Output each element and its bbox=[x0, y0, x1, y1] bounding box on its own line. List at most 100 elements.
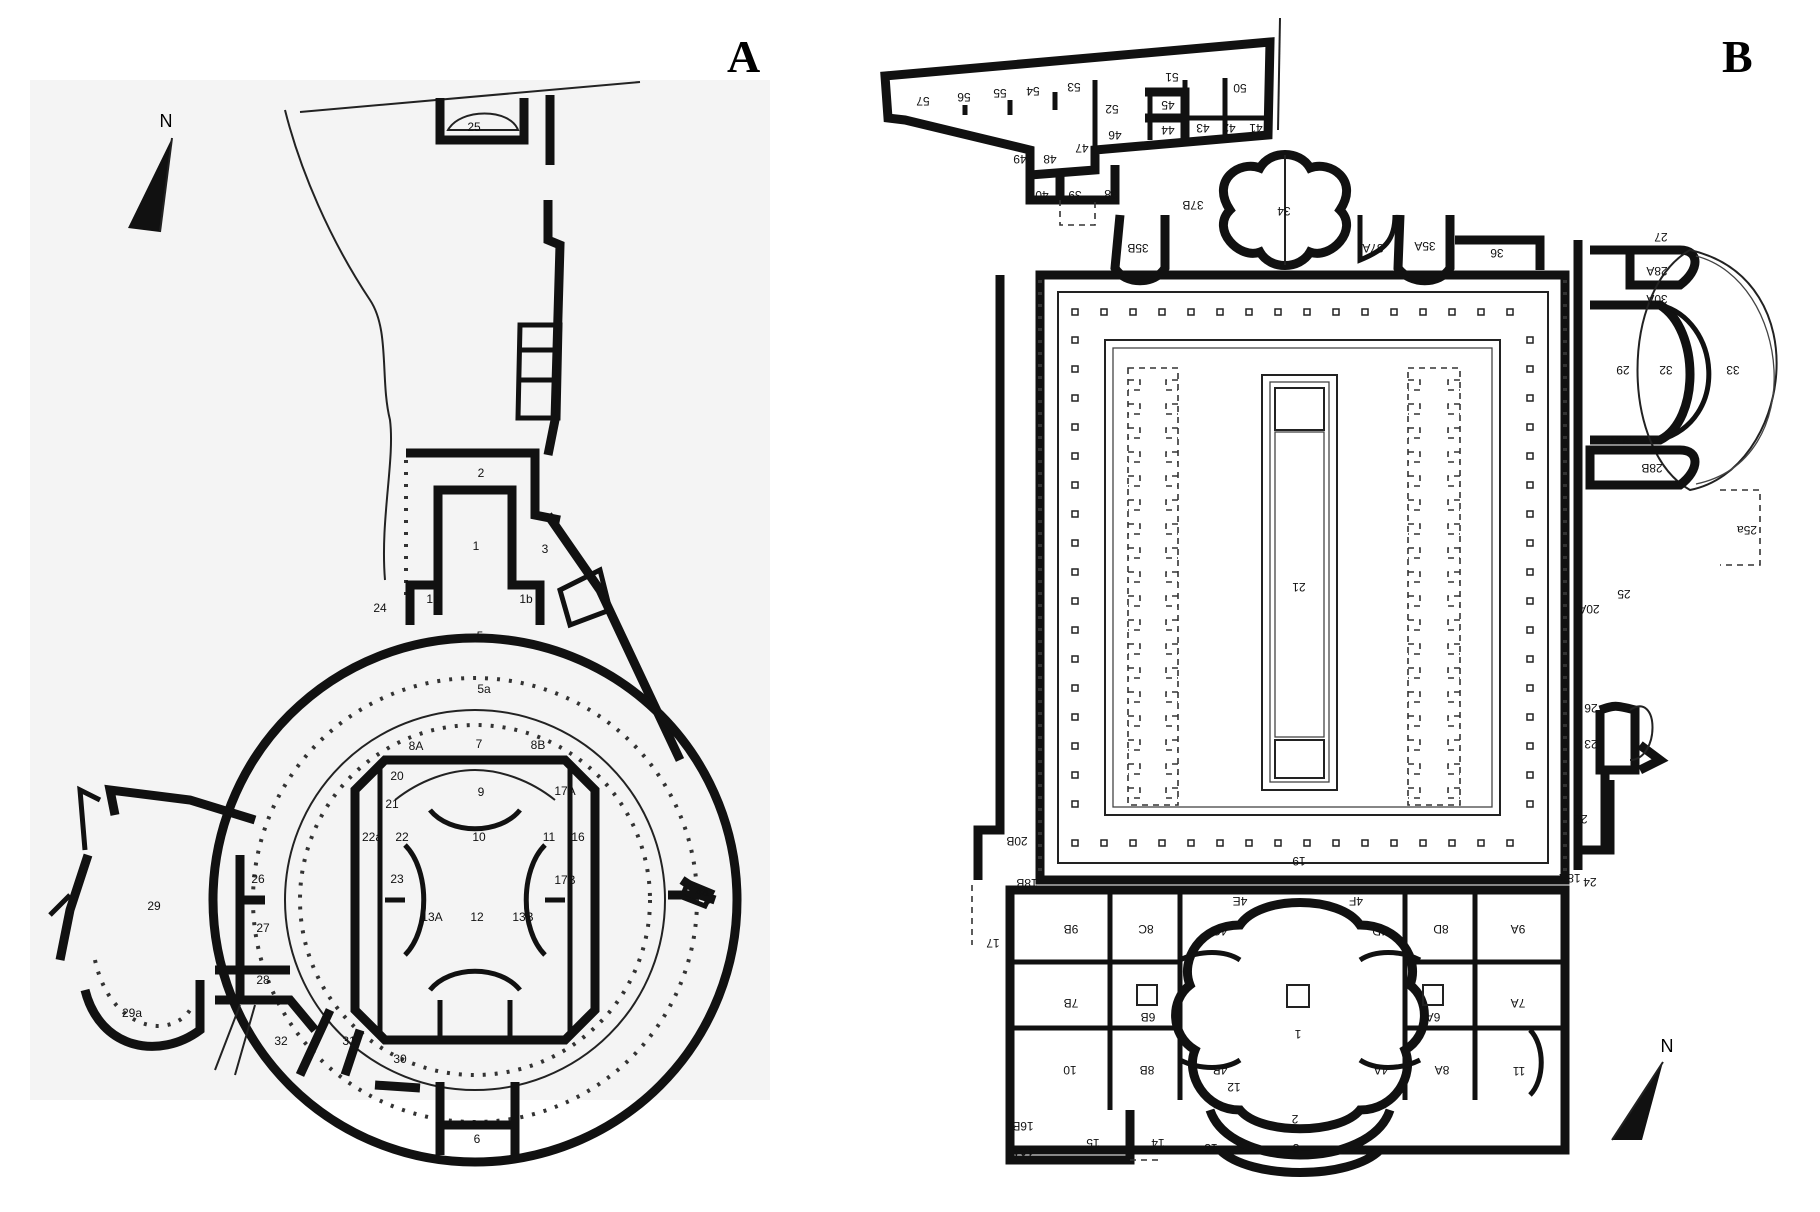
room-label-b: 46 bbox=[1108, 128, 1122, 142]
room-label-a: 24 bbox=[373, 601, 387, 615]
room-4a-stair bbox=[678, 878, 716, 910]
room-28b bbox=[1585, 445, 1700, 490]
bed-notch bbox=[1408, 691, 1421, 703]
bed-notch bbox=[1165, 475, 1178, 487]
room-label-b: 28B bbox=[1641, 461, 1662, 475]
bed-notch bbox=[1447, 619, 1460, 631]
column bbox=[1129, 308, 1137, 316]
bed-notch bbox=[1165, 763, 1178, 775]
column bbox=[1100, 839, 1108, 847]
room-6b-center bbox=[1136, 984, 1158, 1006]
room-label-b: 9A bbox=[1511, 922, 1526, 936]
rotunda-inner-ring bbox=[284, 709, 666, 1091]
column bbox=[1526, 655, 1534, 663]
room-label-b: 49 bbox=[1013, 152, 1027, 166]
room-label-b: 8A bbox=[1435, 1063, 1450, 1077]
room-label-a: 11 bbox=[543, 830, 556, 844]
bed-notch bbox=[1408, 643, 1421, 655]
column bbox=[1071, 481, 1079, 489]
room-label-b: 51 bbox=[1165, 70, 1179, 84]
column bbox=[1158, 308, 1166, 316]
room-label-b: 33 bbox=[1726, 363, 1740, 377]
room-label-b: 18A bbox=[1559, 871, 1580, 885]
room-label-b: 24 bbox=[1583, 875, 1597, 889]
bed-notch bbox=[1128, 739, 1141, 751]
bed-notch bbox=[1408, 475, 1421, 487]
room-15 bbox=[1005, 1110, 1135, 1165]
room-label-b: 8C bbox=[1138, 922, 1154, 936]
bed-notch bbox=[1165, 403, 1178, 415]
room-33-inner-ellipse bbox=[1695, 255, 1775, 485]
column bbox=[1303, 839, 1311, 847]
room-29-north-wall bbox=[55, 784, 257, 961]
room-35a bbox=[1393, 214, 1455, 286]
room-1-walls bbox=[405, 485, 545, 625]
bed-notch bbox=[1408, 763, 1421, 775]
room-label-a: 26 bbox=[251, 872, 265, 886]
room-label-b: 4B bbox=[1213, 1063, 1228, 1077]
bed-notch bbox=[1128, 475, 1141, 487]
bed-notch bbox=[1165, 787, 1178, 799]
room-25-apse bbox=[446, 112, 520, 131]
column bbox=[1245, 308, 1253, 316]
bed-notch bbox=[1165, 451, 1178, 463]
rooms-44-45 bbox=[1145, 87, 1190, 140]
bed-notch bbox=[1165, 427, 1178, 439]
north-label-b: N bbox=[1661, 1036, 1674, 1056]
column bbox=[1506, 308, 1514, 316]
room-label-b: 6A bbox=[1426, 1010, 1441, 1024]
bed-notch bbox=[1408, 715, 1421, 727]
bed-notch bbox=[1165, 739, 1178, 751]
room-label-b: 35B bbox=[1127, 241, 1148, 255]
room-label-a: 23 bbox=[390, 872, 404, 886]
east-corridor-wall bbox=[1573, 240, 1615, 870]
west-long-wall bbox=[973, 275, 1005, 880]
room-label-b: 50 bbox=[1233, 81, 1247, 95]
bed-notch bbox=[1447, 787, 1460, 799]
room-label-b: 19 bbox=[1292, 854, 1306, 868]
north-label-a: N bbox=[160, 111, 173, 131]
plan-b: N 57 56 55 54 53 52 51 50 45 44 43 42 41… bbox=[880, 17, 1778, 1177]
room-label-a: 29 bbox=[147, 899, 161, 913]
room-label-a: 7 bbox=[476, 737, 483, 751]
bed-notch bbox=[1128, 451, 1141, 463]
plan-a-sheet bbox=[30, 80, 770, 1100]
bed-notch bbox=[1165, 547, 1178, 559]
bed-notch bbox=[1408, 403, 1421, 415]
bed-notch bbox=[1128, 499, 1141, 511]
room-23 bbox=[1595, 701, 1640, 775]
room-label-b: 16A bbox=[1012, 1144, 1033, 1158]
column bbox=[1526, 568, 1534, 576]
bed-notch bbox=[1128, 523, 1141, 535]
room-label-b: 3 bbox=[1292, 1141, 1299, 1155]
plan-a-labels: 25 2 1 3 1a 1b 24 5 5a 7 8A 8B 20 21 22a… bbox=[122, 120, 709, 1146]
column bbox=[1274, 308, 1282, 316]
west-rooms-26-28 bbox=[215, 855, 319, 1033]
room-25a-dashed bbox=[1720, 489, 1761, 566]
basin-center bbox=[1274, 431, 1325, 738]
column bbox=[1071, 771, 1079, 779]
bed-notch bbox=[1447, 499, 1460, 511]
column bbox=[1216, 839, 1224, 847]
room-label-b: 4F bbox=[1349, 894, 1363, 908]
room-23-apse bbox=[1629, 705, 1654, 761]
bed-notch bbox=[1128, 595, 1141, 607]
room-label-a: 17A bbox=[554, 784, 575, 798]
room-label-a: 4a bbox=[695, 885, 709, 899]
east-corridor-wall bbox=[543, 95, 565, 456]
column bbox=[1506, 839, 1514, 847]
inner-core-partitions bbox=[377, 765, 573, 1040]
bed-notch bbox=[1447, 691, 1460, 703]
column bbox=[1071, 452, 1079, 460]
bed-notch bbox=[1128, 787, 1141, 799]
east-planting-bed bbox=[1407, 367, 1461, 806]
room-label-b: 4C bbox=[1212, 924, 1228, 938]
column bbox=[1071, 394, 1079, 402]
column bbox=[1526, 771, 1534, 779]
bed-notch bbox=[1128, 379, 1141, 391]
room-label-b: 18B bbox=[1016, 876, 1037, 890]
bed-notch bbox=[1408, 523, 1421, 535]
bed-notch bbox=[1128, 667, 1141, 679]
north-arrow-a-head bbox=[128, 138, 172, 232]
apse-4c-4d bbox=[1178, 950, 1422, 963]
